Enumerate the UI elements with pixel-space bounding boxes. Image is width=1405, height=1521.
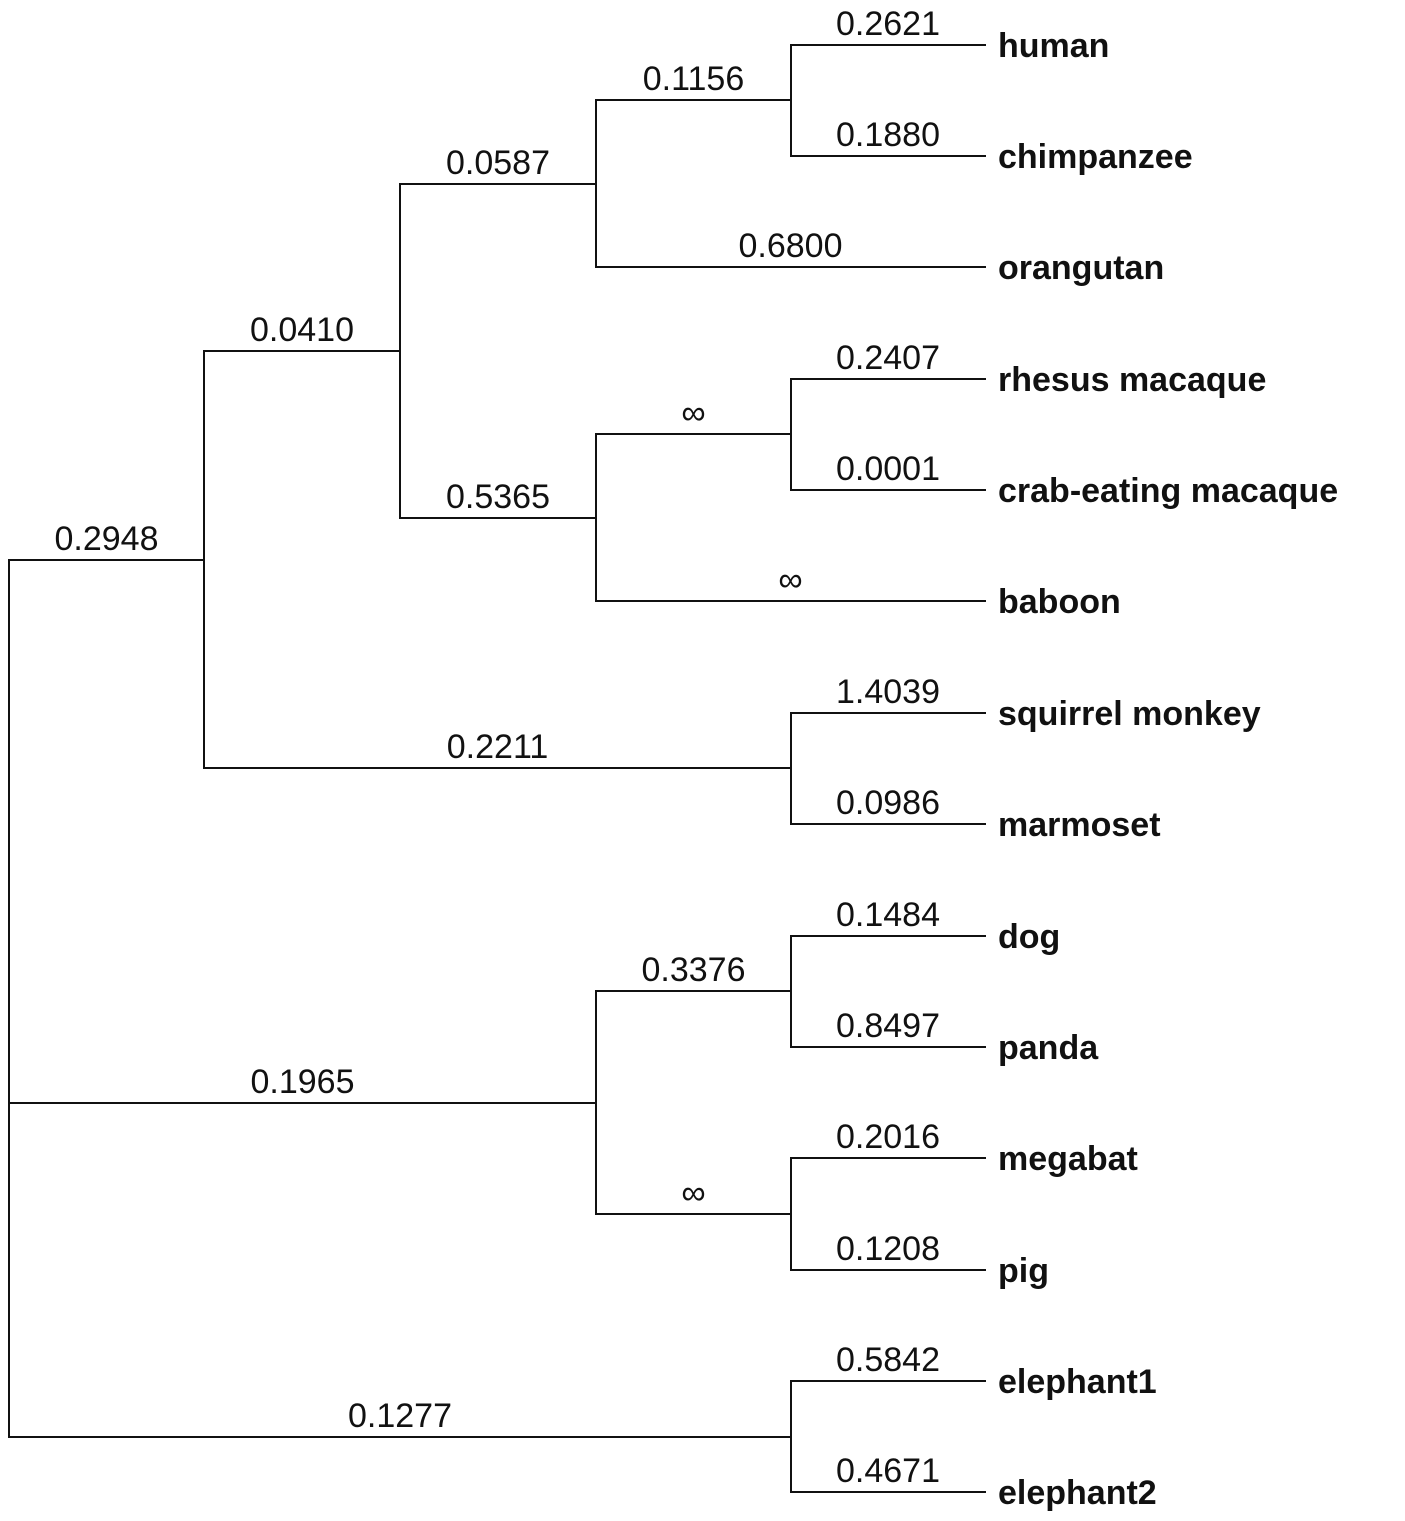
- branch-length-orangutan: 0.6800: [739, 227, 843, 265]
- taxon-label-panda: panda: [998, 1029, 1099, 1067]
- branch-length-catarrhini: 0.0410: [250, 311, 354, 349]
- taxon-label-megabat: megabat: [998, 1140, 1138, 1178]
- branch-length-baboon: ∞: [778, 561, 802, 599]
- branch-length-rhesus: 0.2407: [836, 339, 940, 377]
- branch-length-marmoset: 0.0986: [836, 784, 940, 822]
- branch-length-carnivores: 0.3376: [642, 951, 746, 989]
- branch-length-laurasiatheria: 0.1965: [251, 1063, 355, 1101]
- taxon-label-crab: crab-eating macaque: [998, 472, 1338, 510]
- taxon-label-dog: dog: [998, 918, 1060, 956]
- branch-length-crab: 0.0001: [836, 450, 940, 488]
- taxon-label-squirrel: squirrel monkey: [998, 695, 1261, 733]
- taxon-label-marmoset: marmoset: [998, 806, 1161, 844]
- taxon-label-elephant1: elephant1: [998, 1363, 1157, 1401]
- branch-length-dog: 0.1484: [836, 896, 940, 934]
- taxon-label-rhesus: rhesus macaque: [998, 361, 1266, 399]
- branch-length-macaques: ∞: [681, 394, 705, 432]
- taxon-label-chimpanzee: chimpanzee: [998, 138, 1193, 176]
- taxon-label-orangutan: orangutan: [998, 249, 1164, 287]
- taxon-label-baboon: baboon: [998, 583, 1121, 621]
- branch-length-old-world-monkeys: 0.5365: [446, 478, 550, 516]
- branch-length-elephant1: 0.5842: [836, 1341, 940, 1379]
- branch-length-human: 0.2621: [836, 5, 940, 43]
- branch-length-squirrel: 1.4039: [836, 673, 940, 711]
- taxon-label-elephant2: elephant2: [998, 1474, 1157, 1512]
- branch-length-great-apes: 0.0587: [446, 144, 550, 182]
- branch-length-pig: 0.1208: [836, 1230, 940, 1268]
- branch-length-primates: 0.2948: [55, 520, 159, 558]
- branch-length-human-chimp: 0.1156: [643, 60, 744, 98]
- branch-length-panda: 0.8497: [836, 1007, 940, 1045]
- branch-length-new-world-monkeys: 0.2211: [447, 728, 548, 766]
- tree-branches: [8, 44, 986, 1493]
- branch-length-elephant2: 0.4671: [836, 1452, 940, 1490]
- taxon-label-human: human: [998, 27, 1109, 65]
- branch-length-megabat: 0.2016: [836, 1118, 940, 1156]
- taxon-label-pig: pig: [998, 1252, 1049, 1290]
- branch-length-bat-pig: ∞: [681, 1174, 705, 1212]
- tree-labels: 0.2621 human 0.1880 chimpanzee 0.6800 orangut…: [55, 5, 1339, 1512]
- branch-length-chimpanzee: 0.1880: [836, 116, 940, 154]
- branch-length-elephants: 0.1277: [348, 1397, 452, 1435]
